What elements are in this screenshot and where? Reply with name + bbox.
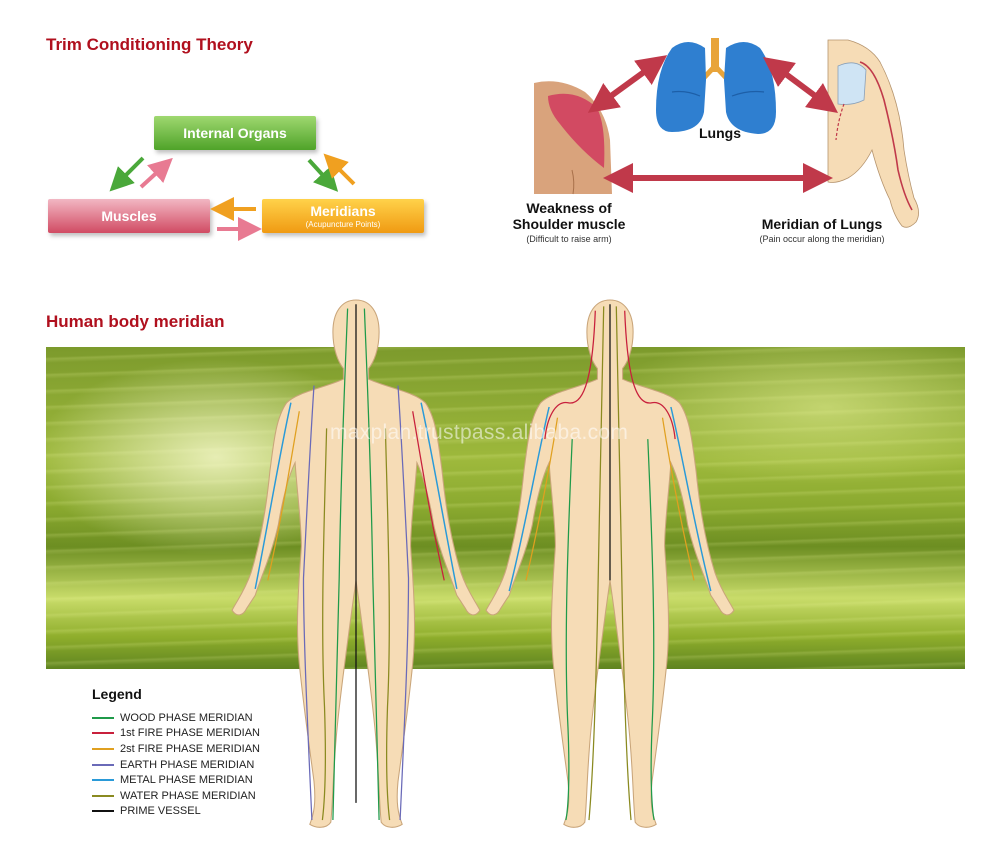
legend-swatch-2st-fire: [92, 747, 114, 750]
water-banner-background: [46, 347, 965, 669]
theory-arrows: [109, 153, 356, 241]
legend-label-water: WATER PHASE MERIDIAN: [120, 789, 256, 802]
arrow-organs-to-meridians: [307, 158, 339, 192]
legend-swatch-metal: [92, 779, 114, 782]
legend-label-earth: EARTH PHASE MERIDIAN: [120, 758, 255, 771]
arrow-muscles-to-organs: [139, 157, 173, 189]
legend-item-earth: EARTH PHASE MERIDIAN: [92, 757, 260, 773]
meridian-of-lungs-label: Meridian of Lungs: [761, 216, 883, 232]
legend-item-metal: METAL PHASE MERIDIAN: [92, 772, 260, 788]
watermark-text: maxplan.trustpass.alibaba.com: [330, 421, 629, 444]
arrow-shoulder-lungs: [587, 55, 668, 113]
legend-label-2st-fire: 2st FIRE PHASE MERIDIAN: [120, 742, 260, 755]
lungs-label: Lungs: [699, 125, 741, 141]
front-body-figure: [231, 299, 481, 828]
meridian-title: Human body meridian: [46, 312, 225, 331]
weakness-sub-label: (Difficult to raise arm): [526, 234, 612, 244]
meridians-sub-label: (Acupuncture Points): [305, 220, 381, 229]
muscles-box: Muscles: [48, 199, 210, 233]
legend-label-metal: METAL PHASE MERIDIAN: [120, 774, 253, 787]
legend-swatch-earth: [92, 763, 114, 766]
weakness-label-line2: Shoulder muscle: [512, 216, 626, 232]
legend-item-prime-vessel: PRIME VESSEL: [92, 804, 260, 820]
meridians-label: Meridians: [310, 203, 376, 219]
legend-title: Legend: [92, 686, 142, 702]
theory-title: Trim Conditioning Theory: [46, 35, 253, 54]
arrow-meridians-to-organs: [323, 153, 356, 186]
meridians-box: Meridians (Acupuncture Points): [262, 199, 424, 233]
internal-organs-label: Internal Organs: [183, 125, 287, 141]
legend-swatch-water: [92, 794, 114, 797]
legend-item-wood: WOOD PHASE MERIDIAN: [92, 710, 260, 726]
arrow-lungs-arm: [762, 57, 839, 113]
arrow-organs-to-muscles: [109, 156, 145, 192]
legend-swatch-1st-fire: [92, 732, 114, 735]
internal-organs-box: Internal Organs: [154, 116, 316, 150]
legend-label-prime-vessel: PRIME VESSEL: [120, 805, 201, 818]
back-body-figure: [485, 299, 735, 828]
legend-label-wood: WOOD PHASE MERIDIAN: [120, 711, 253, 724]
muscles-label: Muscles: [101, 208, 157, 224]
meridian-of-lungs-sub-label: (Pain occur along the meridian): [759, 234, 885, 244]
legend-swatch-prime-vessel: [92, 810, 114, 813]
arm-illustration: [827, 39, 919, 228]
legend-item-1st-fire: 1st FIRE PHASE MERIDIAN: [92, 726, 260, 742]
lung-diagram: [534, 38, 919, 228]
weakness-label-line1: Weakness of: [526, 200, 612, 216]
legend-label-1st-fire: 1st FIRE PHASE MERIDIAN: [120, 727, 260, 740]
legend: Legend WOOD PHASE MERIDIAN 1st FIRE PHAS…: [92, 686, 260, 819]
legend-item-water: WATER PHASE MERIDIAN: [92, 788, 260, 804]
legend-item-2st-fire: 2st FIRE PHASE MERIDIAN: [92, 741, 260, 757]
legend-swatch-wood: [92, 716, 114, 719]
